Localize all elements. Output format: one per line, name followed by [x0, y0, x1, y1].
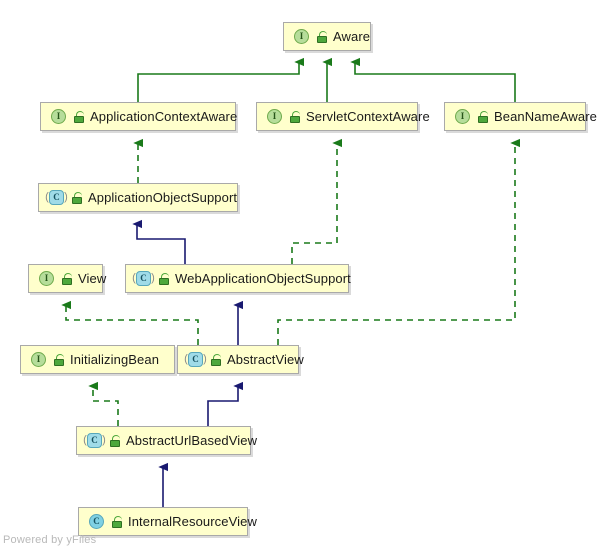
uml-node-label: ApplicationContextAware	[90, 109, 238, 124]
uml-node-webApplicationObjectSupport[interactable]: (C) WebApplicationObjectSupport	[125, 264, 351, 293]
uml-node-label: WebApplicationObjectSupport	[175, 271, 351, 286]
lock-icon	[73, 110, 85, 124]
interface-icon: (I)	[27, 352, 50, 367]
uml-node-label: InternalResourceView	[128, 514, 257, 529]
interface-icon: (I)	[47, 109, 70, 124]
edge-beanNameAware-to-aware	[350, 57, 516, 102]
interface-icon: (I)	[451, 109, 474, 124]
edge-webApplicationObjectSupport-to-servletContextAware	[291, 138, 342, 264]
uml-node-label: AbstractView	[227, 352, 304, 367]
uml-node-label: ServletContextAware	[306, 109, 430, 124]
uml-node-label: AbstractUrlBasedView	[126, 433, 258, 448]
lock-icon	[53, 353, 65, 367]
edge-abstractView-to-view	[61, 300, 199, 345]
uml-node-label: ApplicationObjectSupport	[88, 190, 238, 205]
uml-node-label: Aware	[333, 29, 371, 44]
class-icon: (C)	[132, 271, 155, 286]
uml-node-abstractView[interactable]: (C) AbstractView	[177, 345, 304, 374]
lock-icon	[109, 434, 121, 448]
class-icon: (C)	[184, 352, 207, 367]
uml-node-internalResourceView[interactable]: C InternalResourceView	[78, 507, 257, 536]
lock-icon	[210, 353, 222, 367]
uml-node-beanNameAware[interactable]: (I) BeanNameAware	[444, 102, 597, 131]
lock-icon	[289, 110, 301, 124]
lock-icon	[61, 272, 73, 286]
lock-icon	[158, 272, 170, 286]
class-icon: (C)	[45, 190, 68, 205]
lock-icon	[316, 30, 328, 44]
uml-node-initializingBean[interactable]: (I) InitializingBean	[20, 345, 175, 374]
interface-icon: (I)	[263, 109, 286, 124]
edge-abstractUrlBasedView-to-abstractView	[207, 381, 243, 426]
uml-node-label: InitializingBean	[70, 352, 160, 367]
uml-node-label: View	[78, 271, 107, 286]
yfiles-watermark: Powered by yFiles	[3, 534, 97, 546]
uml-node-abstractUrlBasedView[interactable]: (C) AbstractUrlBasedView	[76, 426, 257, 455]
uml-node-view[interactable]: (I) View	[28, 264, 107, 293]
class-icon: C	[85, 514, 108, 529]
interface-icon: (I)	[35, 271, 58, 286]
edge-webApplicationObjectSupport-to-applicationObjectSupport	[132, 219, 186, 264]
uml-node-applicationObjectSupport[interactable]: (C) ApplicationObjectSupport	[38, 183, 238, 212]
interface-icon: (I)	[290, 29, 313, 44]
uml-node-servletContextAware[interactable]: (I) ServletContextAware	[256, 102, 430, 131]
lock-icon	[477, 110, 489, 124]
uml-node-applicationContextAware[interactable]: (I) ApplicationContextAware	[40, 102, 238, 131]
edge-abstractView-to-beanNameAware	[277, 138, 520, 345]
uml-node-aware[interactable]: (I) Aware	[283, 22, 371, 51]
lock-icon	[71, 191, 83, 205]
edge-applicationContextAware-to-aware	[137, 57, 304, 102]
uml-node-label: BeanNameAware	[494, 109, 597, 124]
lock-icon	[111, 515, 123, 529]
edge-abstractUrlBasedView-to-initializingBean	[88, 381, 119, 426]
class-icon: (C)	[83, 433, 106, 448]
